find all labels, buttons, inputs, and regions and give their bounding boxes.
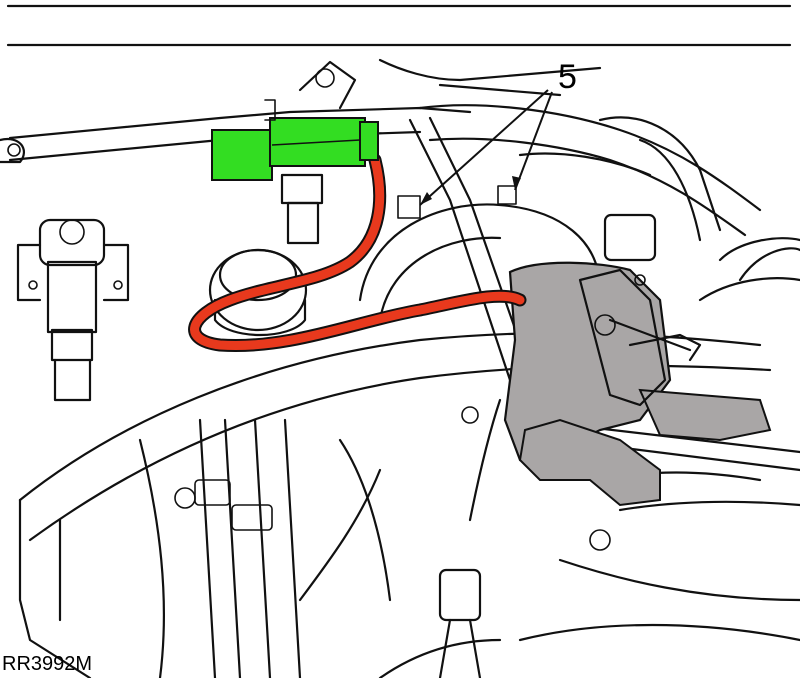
upper-rail: [8, 106, 472, 140]
canister: [208, 248, 308, 336]
figure-reference: RR3992M: [2, 653, 93, 675]
grey-housing: [503, 261, 772, 507]
green-component: [211, 99, 379, 245]
leader-line-2: [514, 91, 553, 191]
callout-label: 5: [558, 58, 577, 96]
leader-line-1: [419, 89, 549, 206]
left-bracket: [16, 218, 130, 402]
